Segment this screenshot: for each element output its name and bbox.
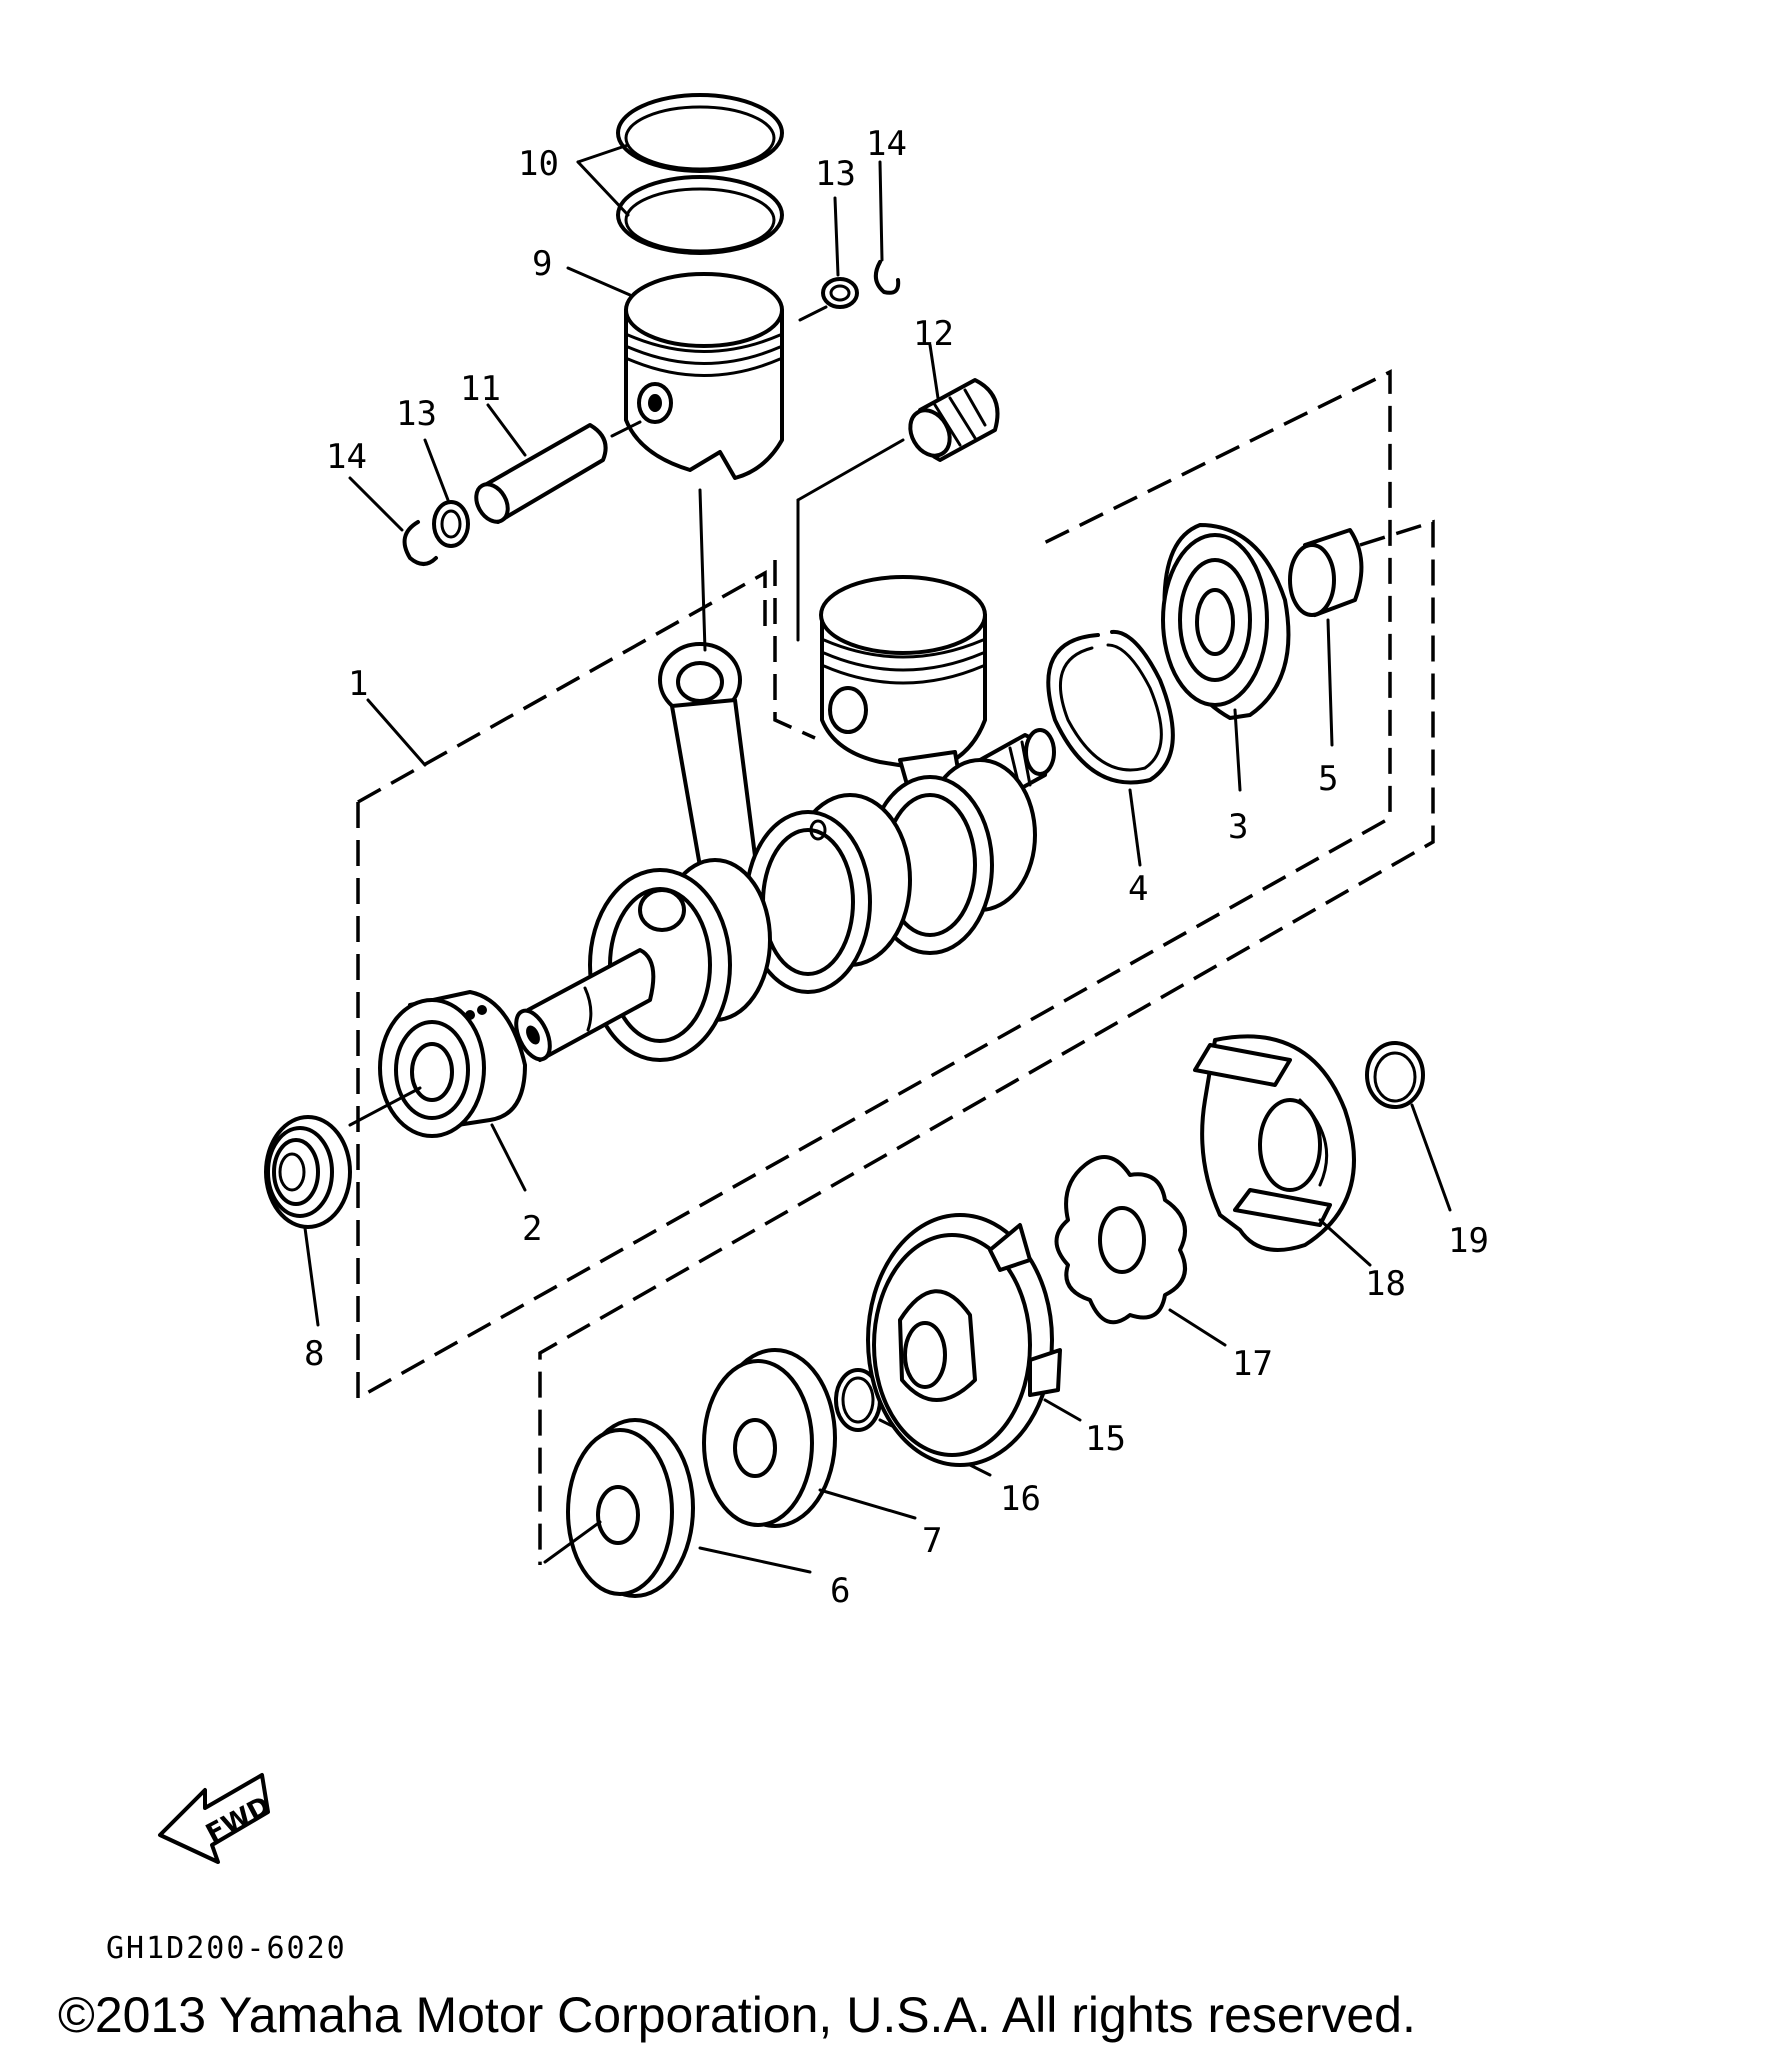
piston [624,272,784,480]
callout-4: 4 [1128,869,1148,909]
callout-10: 10 [518,144,559,184]
copyright-notice: ©2013 Yamaha Motor Corporation, U.S.A. A… [58,1987,1416,2043]
callout-19: 19 [1448,1221,1489,1261]
callout-16: 16 [1000,1479,1041,1519]
oil-seal [264,1115,352,1327]
assembly-group-outlines [356,369,1435,1565]
callout-14-left: 14 [326,437,367,477]
callout-11: 11 [460,369,501,409]
main-bearing-rear [1161,523,1291,792]
connecting-rod [658,488,762,897]
callout-17: 17 [1232,1344,1273,1384]
callout-3: 3 [1228,807,1248,847]
callout-1: 1 [348,664,368,704]
needle-bearing [796,378,1000,642]
piston-pin-and-clips [402,260,901,566]
callout-13-left: 13 [396,394,437,434]
callout-labels: 10 9 13 14 12 11 13 14 1 5 3 4 2 8 19 18… [304,124,1489,1611]
drawing-code: GH1D200-6020 [106,1931,347,1966]
callout-12: 12 [913,314,954,354]
fwd-arrow-icon: FWD [158,1773,275,1864]
callout-2: 2 [522,1209,542,1249]
coupling-parts [543,1034,1452,1598]
crankshaft [514,575,1056,1062]
callout-15: 15 [1085,1419,1126,1459]
circlip [1046,629,1175,867]
callout-8: 8 [304,1334,324,1374]
callout-14-right: 14 [866,124,907,164]
piston-rings [616,93,784,255]
callout-5: 5 [1318,759,1338,799]
callout-9: 9 [532,244,552,284]
callout-18: 18 [1365,1264,1406,1304]
collar [1288,528,1364,747]
callout-7: 7 [922,1521,942,1561]
main-bearing-front [348,990,527,1192]
leader-lines [348,143,940,767]
callout-13-right: 13 [815,154,856,194]
callout-6: 6 [830,1571,850,1611]
